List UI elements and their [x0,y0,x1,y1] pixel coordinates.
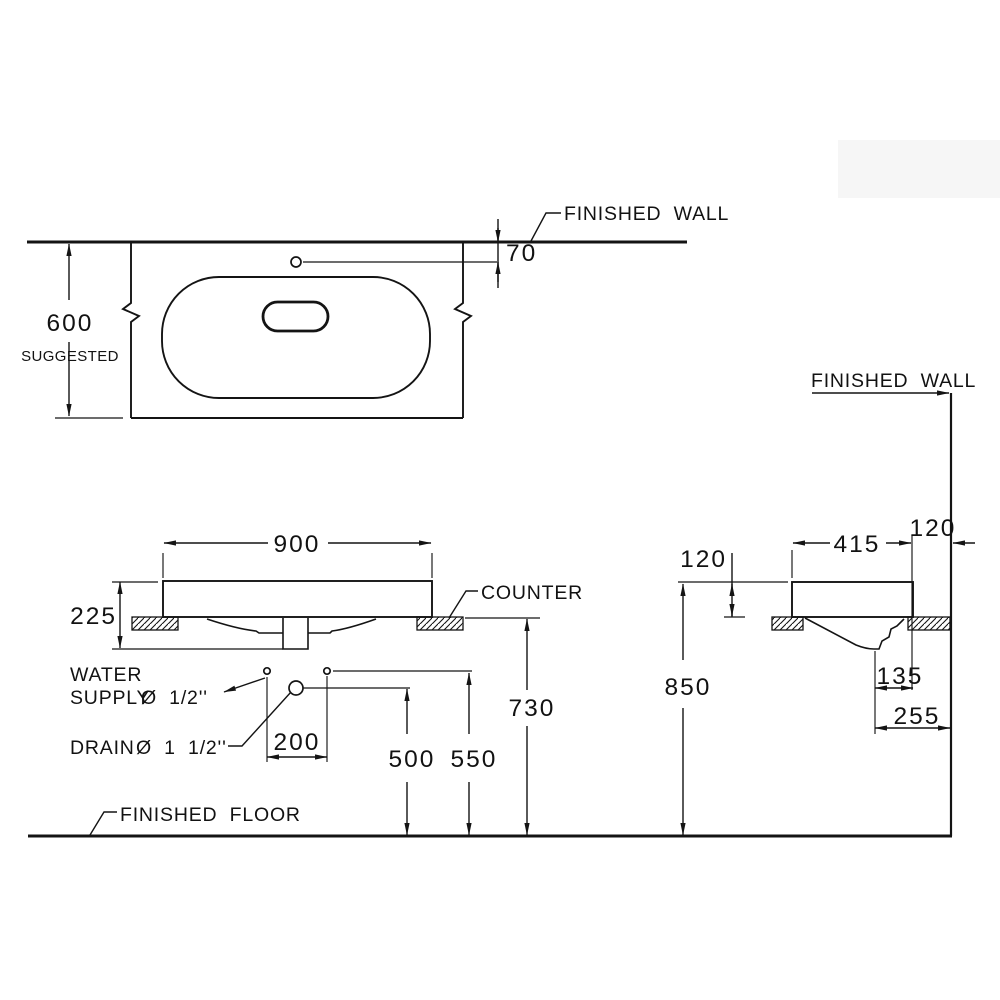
counter-section-side-right [907,616,951,631]
floor: FINISHED FLOOR [28,804,952,838]
counter-left-edge-break [121,242,141,418]
dim-rim-height: 850 [665,674,712,701]
front-elevation: 900 225 COUNTER 200 500 550 [70,531,583,836]
water-supply-label-2: SUPPLY [70,687,150,709]
image-artifact [838,140,1000,198]
basin-rim-plan [161,276,431,399]
water-supply-spec: Ø 1/2'' [141,687,208,709]
plan-view: 600 SUGGESTED 70 FINISHED WALL [21,203,729,419]
dim-supply-spacing: 200 [274,729,321,756]
suggested-label: SUGGESTED [21,348,119,365]
water-supply-leader [223,677,266,693]
finished-wall-side-label: FINISHED WALL [811,370,976,392]
drain-spec: Ø 1 1/2'' [136,737,227,759]
finished-floor-leader [89,811,117,836]
counter-section-right [416,616,464,631]
dim-counter-height: 730 [509,695,556,722]
bowl-underside-right [308,618,377,634]
bowl-underside-side [804,617,905,650]
drain-housing-front [282,618,309,650]
drain-leader [228,691,292,747]
basin-side [791,581,914,618]
bowl-underside-left [206,618,283,634]
finished-floor-label: FINISHED FLOOR [120,804,301,826]
dim-basin-height: 225 [70,603,117,630]
overflow-slot [261,300,330,333]
side-elevation: FINISHED WALL 415 120 135 255 850 120 [665,370,976,836]
dim-faucet-to-wall: 70 [506,240,537,267]
counter-section-side-left [771,616,804,631]
dim-supply-height: 550 [451,746,498,773]
finished-wall-top-label: FINISHED WALL [564,203,729,225]
dim-drain-height: 500 [389,746,436,773]
counter-section-left [131,616,179,631]
dim-basin-width: 900 [274,531,321,558]
water-supply-label-1: WATER [70,664,142,686]
water-supply-point-left [262,666,272,676]
water-supply-point-right [322,666,332,676]
drain-label: DRAIN [70,737,135,759]
counter-right-edge-break [453,242,473,418]
basin-front [162,580,433,618]
counter-label: COUNTER [481,582,583,604]
dim-rim-above-counter: 120 [680,546,727,573]
dim-back-to-wall: 120 [910,515,957,542]
counter-leader [448,590,478,619]
faucet-hole [290,256,302,268]
finished-wall-top-leader [530,212,561,242]
dim-counter-depth: 600 [47,310,94,337]
dim-drain-to-wall: 255 [894,703,941,730]
dim-drain-to-back: 135 [877,663,924,690]
dim-basin-depth: 415 [834,531,881,558]
